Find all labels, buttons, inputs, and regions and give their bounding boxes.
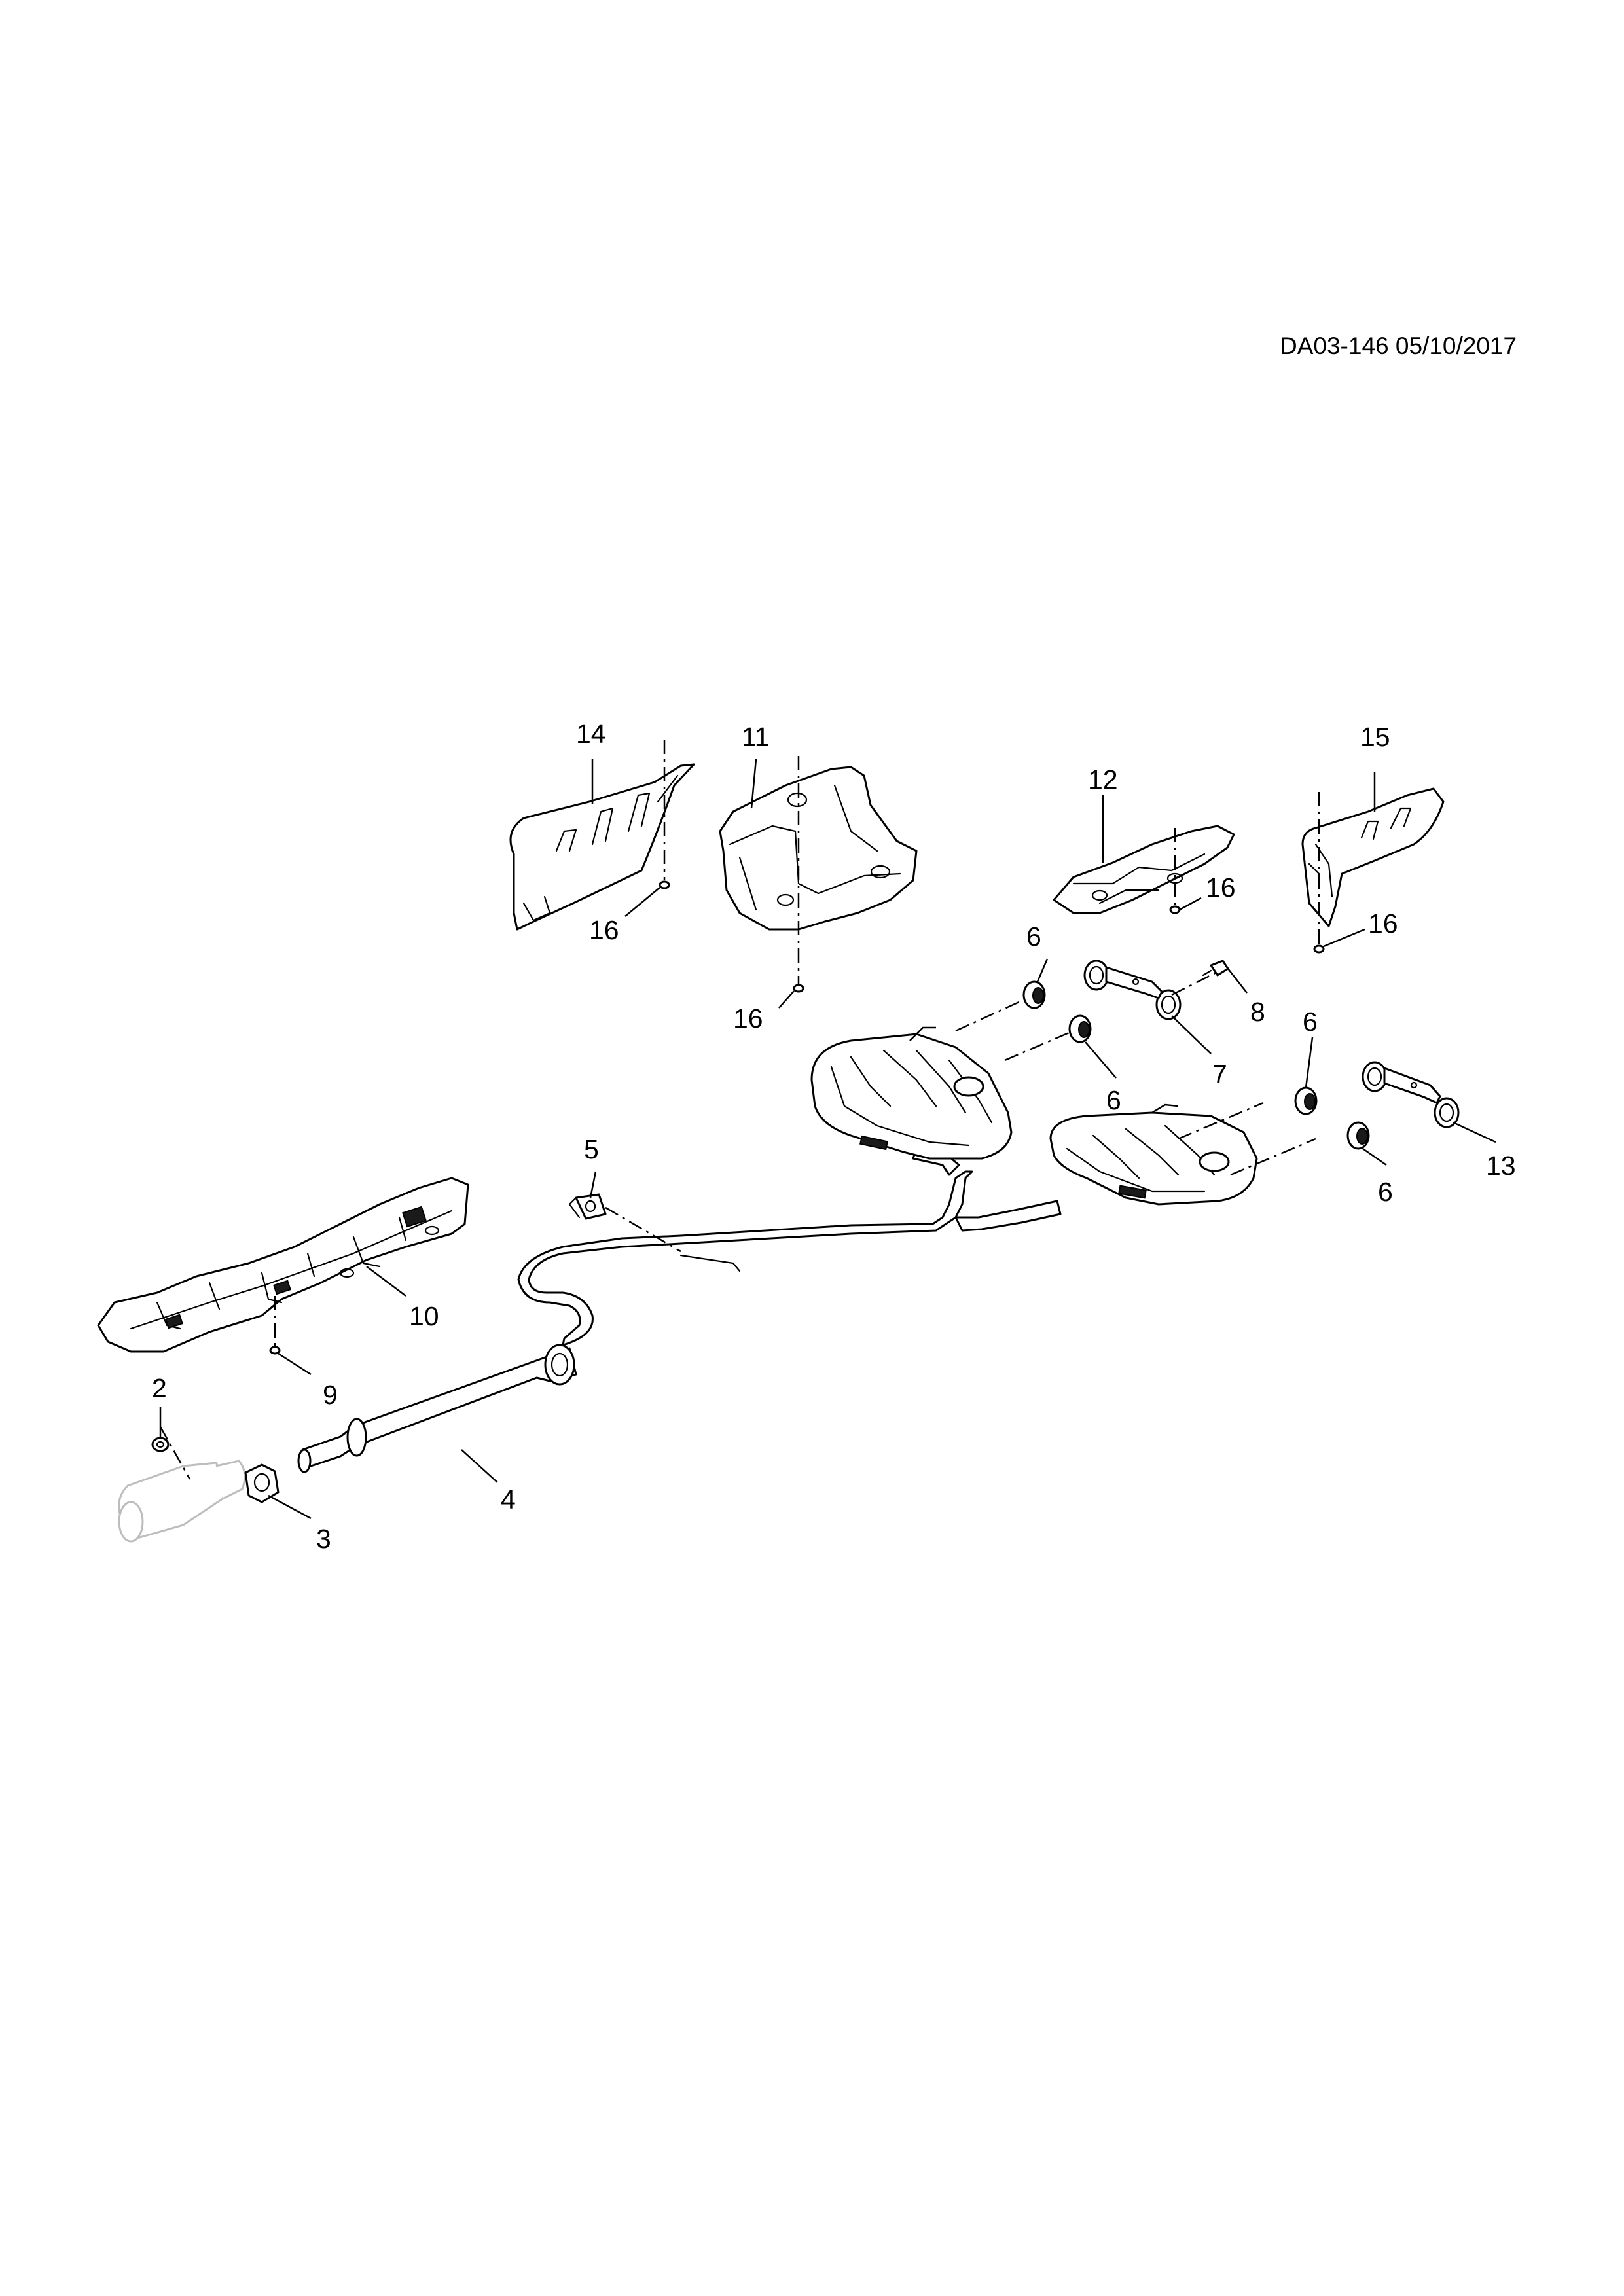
callout-13: 13 — [1486, 1151, 1516, 1181]
callout-8: 8 — [1250, 997, 1265, 1027]
callout-16-c: 16 — [1206, 872, 1236, 903]
heat-shield-11[interactable] — [719, 766, 918, 931]
callout-4: 4 — [501, 1484, 516, 1515]
rear-muffler-left[interactable] — [810, 1026, 1013, 1160]
heat-shield-14[interactable] — [509, 763, 695, 931]
nut-16-d[interactable] — [1313, 944, 1325, 954]
rear-muffler-right[interactable] — [1049, 1103, 1258, 1206]
document-reference: DA03-146 05/10/2017 — [1280, 332, 1517, 359]
insulator-6-upper-left[interactable] — [1022, 980, 1046, 1009]
callout-15: 15 — [1360, 722, 1390, 752]
stud-axis-right-lower — [1230, 1138, 1316, 1176]
heat-shield-10[interactable] — [97, 1177, 469, 1353]
nut-9[interactable] — [269, 1346, 281, 1355]
callout-5: 5 — [584, 1134, 599, 1164]
callout-7: 7 — [1212, 1059, 1227, 1089]
hanger-insulator-5[interactable] — [568, 1193, 607, 1220]
bracket-7[interactable] — [1083, 960, 1182, 1020]
callout-2: 2 — [152, 1373, 167, 1403]
callout-9: 9 — [323, 1380, 338, 1410]
stud-axis-right-upper — [1178, 1102, 1264, 1140]
bracket-13[interactable] — [1362, 1061, 1460, 1128]
nut-16-c[interactable] — [1169, 905, 1181, 914]
callout-6-d: 6 — [1378, 1177, 1393, 1207]
heat-shield-15[interactable] — [1301, 787, 1445, 927]
insulator-6-lower-right[interactable] — [1346, 1121, 1370, 1150]
callout-16-d: 16 — [1368, 908, 1398, 939]
fastener-axis-2 — [159, 1426, 191, 1480]
nut-16-b[interactable] — [793, 984, 804, 993]
bolt-axis-8 — [1171, 971, 1218, 996]
stud-axis-left-lower — [1004, 1030, 1074, 1062]
callout-6-c: 6 — [1303, 1007, 1318, 1037]
gasket-3[interactable] — [244, 1463, 280, 1503]
callout-6-a: 6 — [1026, 922, 1041, 952]
callout-12: 12 — [1088, 764, 1118, 795]
callout-14: 14 — [576, 719, 606, 749]
nut-16-a[interactable] — [659, 880, 670, 889]
callout-11: 11 — [742, 722, 770, 752]
callout-16-b: 16 — [733, 1003, 763, 1033]
heat-shield-12[interactable] — [1053, 825, 1235, 914]
leader-lines — [159, 759, 1496, 1520]
callout-3: 3 — [316, 1524, 331, 1554]
catalytic-converter — [118, 1460, 246, 1543]
insulator-6-upper-right[interactable] — [1294, 1086, 1318, 1115]
callout-16-a: 16 — [589, 915, 619, 945]
callout-10: 10 — [409, 1301, 439, 1331]
stud-axis-left-upper — [955, 997, 1028, 1032]
callout-6-b: 6 — [1106, 1085, 1121, 1115]
bolt-8[interactable] — [1202, 960, 1229, 977]
nut-2[interactable] — [151, 1437, 170, 1452]
insulator-6-lower-left[interactable] — [1068, 1014, 1092, 1043]
